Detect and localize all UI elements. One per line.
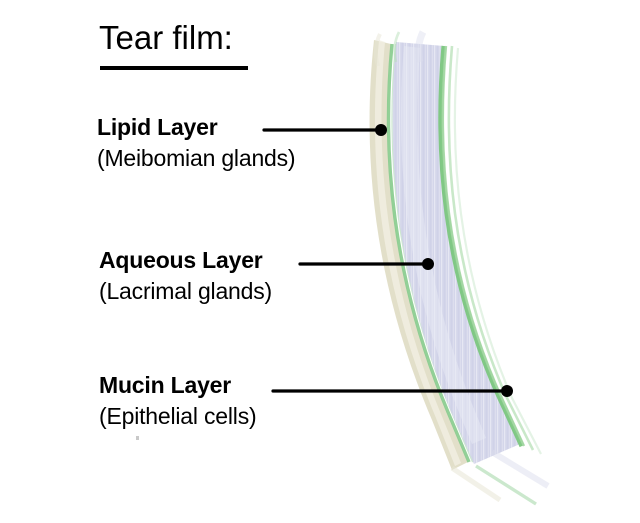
tail-wisp-aqueous xyxy=(490,449,550,489)
label-mucin-layer: Mucin Layer (Epithelial cells) xyxy=(99,372,257,430)
mucin-outer-edge-faint xyxy=(453,47,542,455)
top-wisp-aqueous xyxy=(415,30,427,63)
lipid-green-edge xyxy=(386,43,471,463)
scan-artifact-speck xyxy=(136,436,139,440)
mucin-green-core xyxy=(441,45,526,447)
label-lipid-layer: Lipid Layer (Meibomian glands) xyxy=(97,114,296,172)
lipid-band-highlight xyxy=(374,40,461,466)
tail-wisp-lipid xyxy=(450,465,502,503)
mucin-outer-edge xyxy=(447,45,535,451)
top-wisp-lipid xyxy=(373,33,382,67)
label-aqueous-layer-title: Aqueous Layer xyxy=(99,247,263,273)
page-title-underline xyxy=(100,66,248,70)
label-mucin-layer-title: Mucin Layer xyxy=(99,372,232,398)
label-lipid-layer-source: (Meibomian glands) xyxy=(97,145,296,172)
label-mucin-layer-source: (Epithelial cells) xyxy=(99,403,257,430)
page-title: Tear film: xyxy=(99,19,233,56)
label-aqueous-layer-source: (Lacrimal glands) xyxy=(99,278,272,305)
label-aqueous-layer: Aqueous Layer (Lacrimal glands) xyxy=(99,248,272,303)
tail-wisp-green xyxy=(475,464,537,506)
mucin-green-band xyxy=(438,45,525,448)
top-wisp-green xyxy=(393,31,401,63)
label-lipid-layer-title: Lipid Layer xyxy=(97,114,218,140)
aqueous-band-texture xyxy=(392,42,520,464)
aqueous-band-sheen xyxy=(400,46,486,444)
